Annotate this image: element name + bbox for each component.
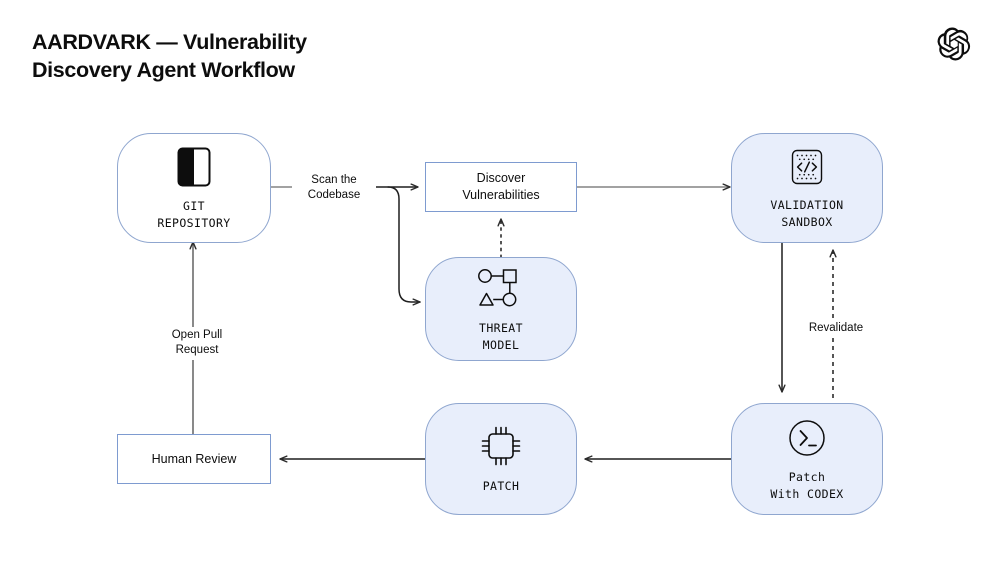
repository-book-icon bbox=[177, 147, 211, 187]
edge-label-open-pull-request: Open Pull Request bbox=[155, 327, 239, 360]
node-validation-sandbox[interactable]: VALIDATION SANDBOX bbox=[731, 133, 883, 243]
edge-label-scan-codebase: Scan the Codebase bbox=[292, 172, 376, 205]
edge-scan-codebase-threat bbox=[387, 186, 421, 302]
node-patch[interactable]: PATCH bbox=[425, 403, 577, 515]
microchip-icon bbox=[481, 427, 521, 466]
node-label-validation-sandbox: VALIDATION SANDBOX bbox=[770, 198, 844, 229]
node-label-discover-vulnerabilities: Discover Vulnerabilities bbox=[462, 171, 540, 202]
node-label-threat-model: THREAT MODEL bbox=[479, 321, 523, 352]
node-graph-icon bbox=[478, 269, 517, 307]
node-label-patch-with-codex: Patch With CODEX bbox=[770, 470, 844, 501]
node-label-human-review: Human Review bbox=[151, 451, 237, 466]
node-git-repository[interactable]: GIT REPOSITORY bbox=[117, 133, 271, 243]
node-threat-model[interactable]: THREAT MODEL bbox=[425, 257, 577, 361]
code-brackets-sandbox-icon bbox=[791, 149, 823, 185]
terminal-prompt-icon bbox=[789, 420, 825, 456]
openai-blossom-logo bbox=[937, 27, 971, 61]
edge-label-revalidate: Revalidate bbox=[795, 320, 877, 338]
node-patch-with-codex[interactable]: Patch With CODEX bbox=[731, 403, 883, 515]
node-human-review[interactable]: Human Review bbox=[117, 434, 271, 484]
node-discover-vulnerabilities[interactable]: Discover Vulnerabilities bbox=[425, 162, 577, 212]
page-title: AARDVARK — Vulnerability Discovery Agent… bbox=[32, 30, 307, 83]
node-label-patch: PATCH bbox=[482, 479, 520, 494]
node-label-git-repository: GIT REPOSITORY bbox=[157, 199, 231, 230]
